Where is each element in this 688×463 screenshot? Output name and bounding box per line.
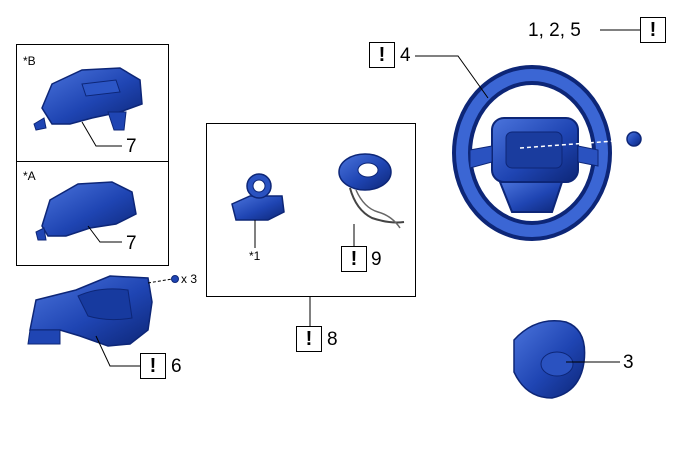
caution-icon[interactable]: ! — [369, 42, 395, 68]
sensor-assembly-frame — [206, 123, 416, 297]
caution-icon[interactable]: ! — [640, 17, 666, 43]
upper-column-cover-b-part — [33, 67, 143, 131]
screw-leader — [147, 278, 173, 284]
callout-steps-1-2-5: 1, 2, 5 — [528, 20, 581, 41]
upper-column-cover-a-part — [35, 181, 137, 241]
screw-quantity-label: x 3 — [181, 272, 198, 286]
callout-steering-wheel: 4 — [400, 45, 411, 66]
sensor-note-label: *1 — [249, 249, 261, 263]
callout-upper-cover-b: 7 — [126, 136, 137, 157]
steering-angle-sensor-part — [231, 173, 285, 221]
caution-icon[interactable]: ! — [341, 246, 367, 272]
leader-lines — [81, 29, 640, 367]
variant-b-label: *B — [23, 54, 36, 68]
steering-wheel-part — [452, 65, 612, 241]
caution-icon[interactable]: ! — [296, 326, 322, 352]
screw-part — [171, 275, 179, 283]
spiral-cable-part — [338, 153, 405, 229]
horn-pad-airbag-part — [513, 320, 586, 399]
steering-wheel-nut-part — [626, 131, 642, 147]
callout-lower-column-cover: 6 — [171, 356, 182, 377]
variant-a-frame — [16, 161, 169, 266]
callout-upper-cover-a: 7 — [126, 233, 137, 254]
callout-spiral-cable: 9 — [371, 249, 382, 270]
caution-icon[interactable]: ! — [140, 353, 166, 379]
variant-a-label: *A — [23, 169, 36, 183]
callout-sensor-assembly: 8 — [327, 329, 338, 350]
callout-airbag: 3 — [623, 352, 634, 373]
lower-column-cover-part — [27, 275, 153, 347]
